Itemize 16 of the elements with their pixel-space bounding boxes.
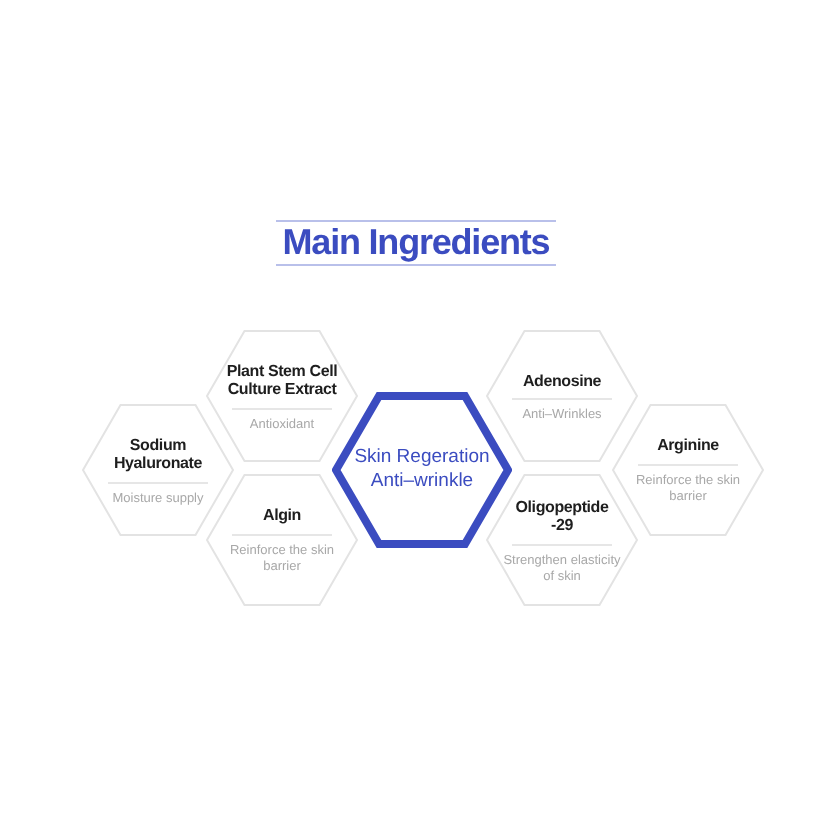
hexagon <box>486 474 638 606</box>
ingredient-name: Plant Stem Cell Culture Extract <box>224 361 340 400</box>
center-text: Anti–wrinkle <box>370 470 474 494</box>
hexagon <box>206 330 358 462</box>
ingredient-name: Sodium Hyaluronate <box>111 435 205 474</box>
hexagon <box>612 404 764 536</box>
hexagon <box>486 330 638 462</box>
ingredient-name: Algin <box>263 506 301 526</box>
hexagon <box>82 404 234 536</box>
ingredient-name: Oligopeptide -29 <box>513 497 611 535</box>
hexagon <box>206 474 358 606</box>
hexagon <box>332 392 512 548</box>
center-text: Skin Regeration <box>354 446 490 470</box>
ingredient-name: Adenosine <box>522 371 602 390</box>
title: Main Ingredients <box>282 222 550 264</box>
ingredient-name: Arginine <box>657 436 719 456</box>
